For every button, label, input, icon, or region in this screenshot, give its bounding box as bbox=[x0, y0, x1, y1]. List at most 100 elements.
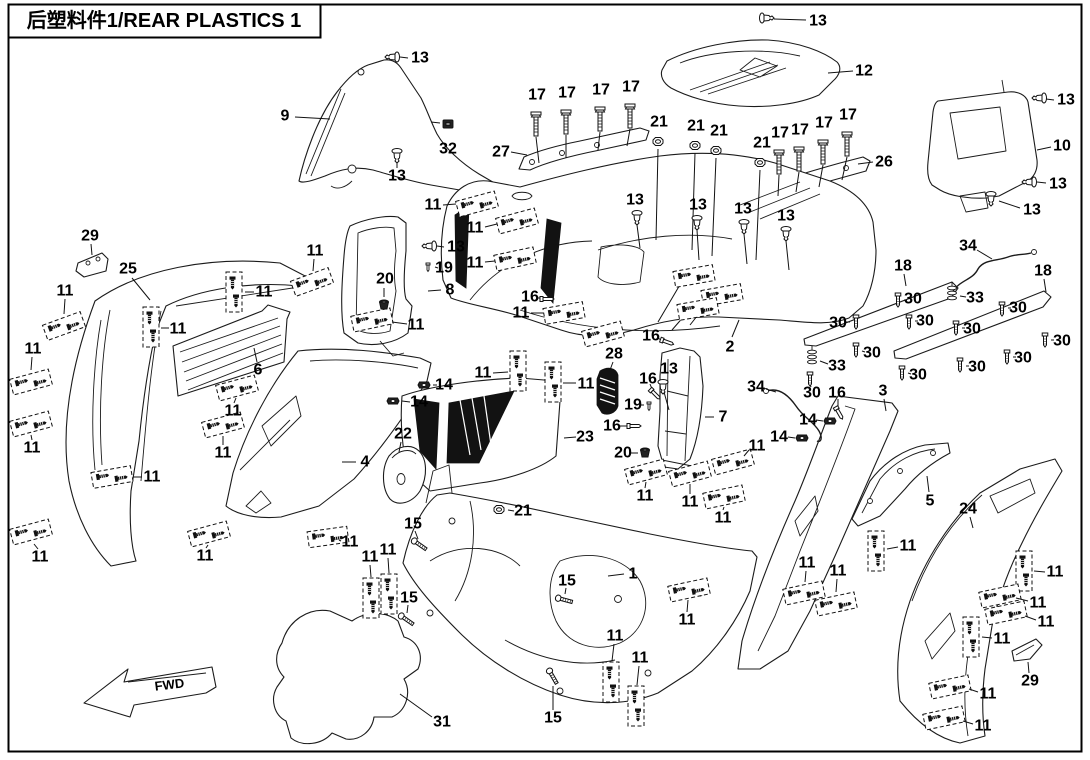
part-27-hole2 bbox=[559, 150, 565, 156]
part-10-detail bbox=[949, 79, 1007, 213]
callout-label-12: 12 bbox=[855, 63, 873, 80]
callout-label-30: 30 bbox=[909, 367, 927, 384]
part-12-shape bbox=[660, 39, 841, 108]
callout-label-11: 11 bbox=[830, 563, 847, 580]
callout-label-13: 13 bbox=[626, 192, 644, 209]
part-5-detail bbox=[861, 448, 936, 514]
leader-line bbox=[907, 372, 912, 375]
part-34-cable-right bbox=[951, 252, 1032, 294]
fastener-screwt-icon bbox=[646, 401, 652, 411]
fastener-box bbox=[702, 484, 746, 510]
leader-line bbox=[399, 693, 433, 718]
fastener-box bbox=[922, 705, 966, 731]
callout-label-21: 21 bbox=[514, 503, 532, 520]
fastener-box bbox=[672, 264, 716, 288]
fastener-box bbox=[186, 520, 232, 548]
leader-line bbox=[827, 70, 854, 74]
fastener-boxes-layer bbox=[8, 190, 1033, 731]
fastener-box bbox=[984, 600, 1028, 626]
fastener-box bbox=[380, 573, 398, 615]
part-5-hole bbox=[867, 498, 873, 504]
callout-label-3: 3 bbox=[879, 383, 888, 400]
callout-label-15: 15 bbox=[404, 516, 422, 533]
leader-line bbox=[773, 18, 807, 21]
fastener-screwv-icon bbox=[852, 342, 860, 358]
leader-line bbox=[607, 573, 625, 577]
title-box bbox=[7, 3, 322, 39]
fastener-box bbox=[676, 297, 720, 321]
callout-label-21: 21 bbox=[753, 135, 771, 152]
fastener-box bbox=[928, 674, 972, 700]
callout-label-13: 13 bbox=[388, 168, 406, 185]
part-24-detail bbox=[911, 478, 1036, 737]
fastener-bolt-icon bbox=[841, 131, 853, 157]
leader-line bbox=[857, 161, 874, 165]
callout-label-11: 11 bbox=[475, 365, 492, 382]
leader-line bbox=[976, 249, 993, 260]
leader-line bbox=[883, 398, 887, 412]
callout-label-16: 16 bbox=[639, 371, 657, 388]
callout-label-11: 11 bbox=[144, 469, 161, 486]
leader-line bbox=[1045, 98, 1055, 101]
part-12-detail bbox=[679, 50, 801, 95]
callout-label-20: 20 bbox=[614, 445, 632, 462]
page-border bbox=[7, 3, 1083, 753]
callout-label-11: 11 bbox=[679, 612, 696, 629]
part-6-shape bbox=[172, 304, 291, 397]
leader-line bbox=[696, 229, 700, 261]
part-9-hole bbox=[357, 68, 365, 76]
callout-label-26: 26 bbox=[875, 154, 893, 171]
callout-label-5: 5 bbox=[926, 493, 935, 510]
callout-label-11: 11 bbox=[632, 650, 649, 667]
callout-label-11: 11 bbox=[170, 321, 187, 338]
part-25-shape bbox=[65, 260, 310, 567]
callout-label-11: 11 bbox=[637, 488, 654, 505]
callout-label-15: 15 bbox=[544, 710, 562, 727]
callout-label-11: 11 bbox=[380, 542, 397, 559]
fastener-screwv-icon bbox=[894, 292, 902, 308]
callout-label-11: 11 bbox=[25, 341, 42, 358]
callout-label-30: 30 bbox=[1053, 333, 1071, 350]
callout-label-25: 25 bbox=[119, 261, 137, 278]
leader-line bbox=[743, 449, 750, 457]
part-29-right-shape bbox=[1011, 638, 1043, 662]
leader-line bbox=[434, 266, 439, 269]
fastener-box bbox=[493, 246, 537, 272]
parts-layer: FWD bbox=[65, 39, 1063, 745]
leader-line bbox=[430, 121, 441, 124]
callout-label-30: 30 bbox=[863, 345, 881, 362]
fastener-screwv-icon bbox=[956, 357, 964, 373]
leader-line bbox=[30, 356, 33, 371]
fastener-bolt-icon bbox=[594, 106, 606, 132]
callout-label-11: 11 bbox=[408, 317, 425, 334]
fastener-box bbox=[782, 580, 826, 606]
leader-line bbox=[563, 436, 577, 439]
callout-label-30: 30 bbox=[1009, 300, 1027, 317]
leader-line bbox=[636, 224, 641, 249]
callout-label-29: 29 bbox=[81, 228, 99, 245]
part-5-hole3 bbox=[930, 450, 936, 456]
fastener-nut-icon bbox=[710, 146, 722, 155]
callout-label-11: 11 bbox=[57, 283, 74, 300]
callout-label-17: 17 bbox=[558, 85, 576, 102]
callout-label-17: 17 bbox=[815, 115, 833, 132]
leader-line bbox=[510, 151, 528, 156]
fastener-box bbox=[962, 616, 980, 658]
callout-label-30: 30 bbox=[803, 385, 821, 402]
fastener-washers-icon bbox=[807, 345, 817, 365]
callout-label-20: 20 bbox=[376, 271, 394, 288]
fastener-bolt-icon bbox=[817, 139, 829, 165]
callout-label-19: 19 bbox=[624, 397, 642, 414]
callout-label-11: 11 bbox=[467, 255, 484, 272]
fastener-rivet-icon bbox=[759, 12, 775, 24]
leader-line bbox=[1036, 146, 1052, 151]
callout-label-22: 22 bbox=[394, 426, 412, 443]
callout-label-11: 11 bbox=[425, 197, 442, 214]
callout-label-13: 13 bbox=[689, 197, 707, 214]
callout-label-13: 13 bbox=[809, 13, 827, 30]
callout-label-11: 11 bbox=[197, 548, 214, 565]
leader-line bbox=[1033, 570, 1046, 573]
fastener-box bbox=[542, 301, 586, 325]
leader-line bbox=[1015, 597, 1029, 602]
